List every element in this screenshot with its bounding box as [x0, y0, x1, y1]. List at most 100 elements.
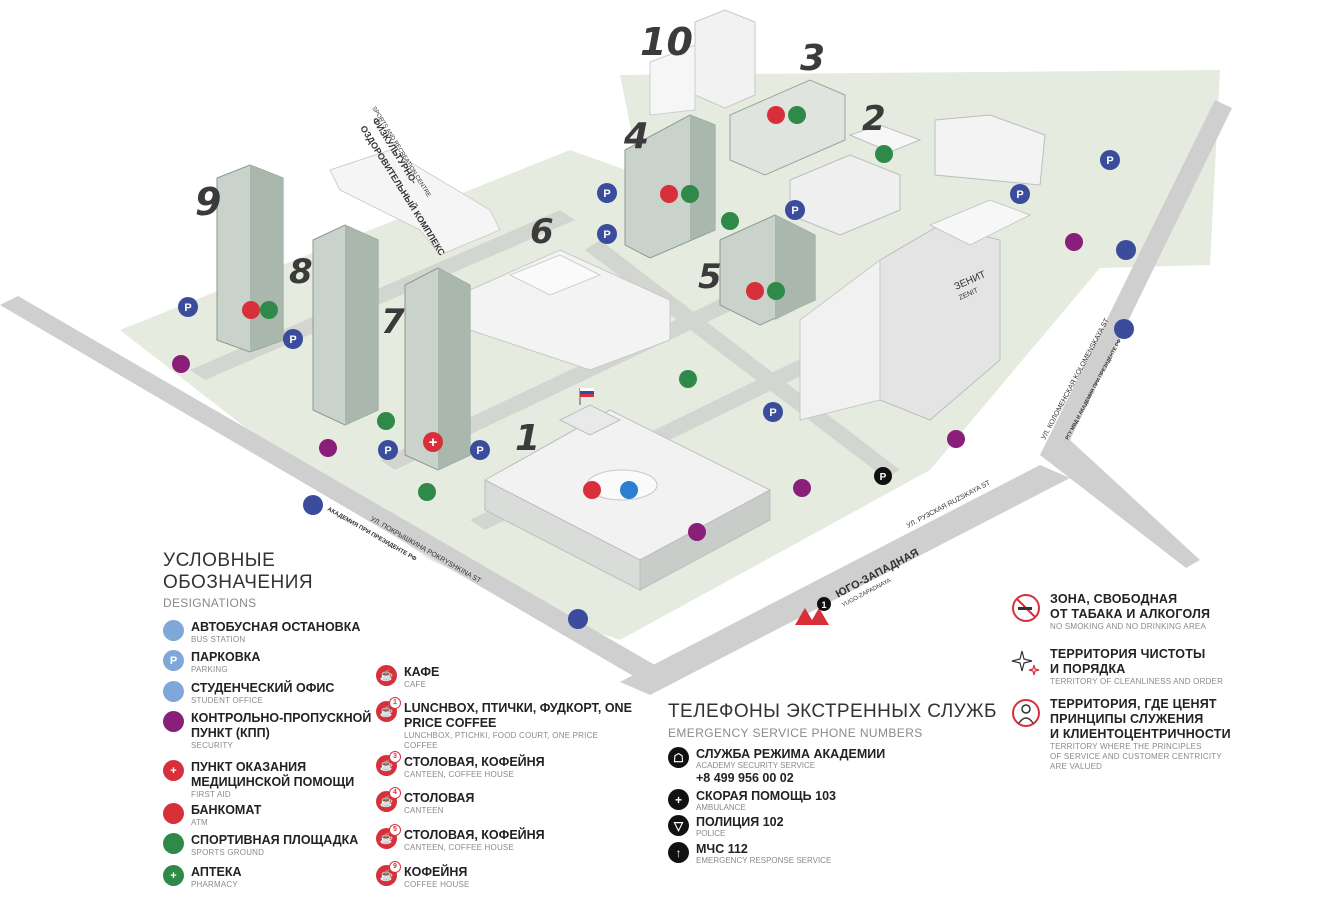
bus-stop-marker [1114, 319, 1134, 339]
phone-number[interactable]: +8 499 956 00 02 [696, 771, 794, 785]
legend-label-en: CANTEEN, COFFEE HOUSE [404, 843, 514, 852]
sports-ground-icon [163, 833, 184, 854]
rule-label: ЗОНА, СВОБОДНАЯ [1050, 592, 1178, 606]
phone-label: ПОЛИЦИЯ 102 [696, 815, 784, 829]
legend-label: СПОРТИВНАЯ ПЛОЩАДКА [191, 833, 359, 847]
rule-label-en: TERRITORY OF CLEANLINESS AND ORDER [1050, 677, 1224, 686]
sports-marker [679, 370, 697, 388]
building-3 [729, 79, 846, 176]
parking-marker [785, 200, 805, 220]
first-aid-icon: + [163, 760, 184, 781]
svg-text:P: P [603, 188, 610, 200]
legend-label: ПАРКОВКА [191, 650, 261, 664]
road-pokryshkina [0, 296, 660, 680]
phones-title: ТЕЛЕФОНЫ ЭКСТРЕННЫХ СЛУЖБ EMERGENCY SERV… [668, 701, 997, 740]
legend-label: СТОЛОВАЯ [404, 791, 475, 805]
cafe-marker [583, 481, 601, 499]
security-marker-2 [947, 430, 965, 448]
rule-label-en: TERRITORY WHERE THE PRINCIPLES [1050, 742, 1202, 751]
security-marker-3 [793, 479, 811, 497]
tower-7 [404, 267, 471, 471]
rule-label: ОТ ТАБАКА И АЛКОГОЛЯ [1050, 607, 1211, 621]
legend-label: LUNCHBOX, ПТИЧКИ, ФУДКОРТ, ONE PRICE COF… [404, 701, 632, 730]
parking-marker [597, 224, 617, 244]
svg-text:P: P [1016, 189, 1023, 201]
ambulance-icon: + [668, 789, 689, 810]
security-marker-1 [1065, 233, 1083, 251]
zenit-building: ЗЕНИТ ZENIT [799, 199, 1032, 421]
cafe-icon: ☕5 [376, 824, 401, 849]
building-6 [469, 249, 671, 371]
svg-text:1: 1 [821, 600, 826, 610]
legend-label: КОФЕЙНЯ [404, 865, 468, 879]
svg-text:P: P [1106, 155, 1113, 167]
parking-marker-black [874, 467, 892, 485]
parking-marker [763, 402, 783, 422]
phone-label: СЛУЖБА РЕЖИМА АКАДЕМИИ [696, 747, 886, 761]
building-2 [789, 114, 1046, 236]
rule-label: И ПОРЯДКА [1050, 662, 1126, 676]
svg-text:P: P [384, 445, 391, 457]
building-number-9: 9 [195, 180, 221, 224]
atm-icon [163, 803, 184, 824]
sparkle-icon [1010, 647, 1042, 679]
rule-label-en: OF SERVICE AND CUSTOMER CENTRICITY [1050, 752, 1222, 761]
security-marker-4 [319, 439, 337, 457]
sports-marker [721, 212, 739, 230]
legend-item: КОНТРОЛЬНО-ПРОПУСКНОЙ ПУНКТ (КПП)SECURIT… [163, 711, 391, 751]
parking-markers: P P P P P P P P P P P [178, 150, 1120, 485]
atm-marker [875, 145, 893, 163]
phone-label: СКОРАЯ ПОМОЩЬ 103 [696, 789, 836, 803]
legend-label-en: CANTEEN [404, 806, 444, 815]
cafe-icon: ☕4 [376, 787, 401, 812]
legend-label-en: CAFE [404, 680, 427, 689]
cafe-number-badge: 4 [389, 787, 401, 799]
sports-marker [377, 412, 395, 430]
svg-text:P: P [289, 334, 296, 346]
phone-label-en: AMBULANCE [696, 803, 746, 812]
building-number-8: 8 [289, 252, 313, 292]
cafe-icon: ☕3 [376, 751, 401, 776]
rule-label: ПРИНЦИПЫ СЛУЖЕНИЯ [1050, 712, 1204, 726]
cafe-icon: ☕9 [376, 861, 401, 886]
bus-stops [303, 240, 1136, 629]
rule-label: И КЛИЕНТОЦЕНТРИЧНОСТИ [1050, 727, 1231, 741]
phone-label: МЧС 112 [696, 842, 748, 856]
cafe-number-badge: 1 [389, 697, 401, 709]
rule-label: ТЕРРИТОРИЯ ЧИСТОТЫ [1050, 647, 1206, 661]
atm-marker [788, 106, 806, 124]
legend-label: СТОЛОВАЯ, КОФЕЙНЯ [404, 828, 545, 842]
bus-stop-marker [303, 495, 323, 515]
legend-label-en: COFFEE HOUSE [404, 880, 470, 889]
tower-9 [216, 164, 284, 353]
parking-marker [283, 329, 303, 349]
rule-label-en: NO SMOKING AND NO DRINKING AREA [1050, 622, 1207, 631]
parking-marker [378, 440, 398, 460]
legend-label: КАФЕ [404, 665, 440, 679]
legend-label-en: FIRST AID [191, 790, 231, 799]
parking-marker [1010, 184, 1030, 204]
building-number-4: 4 [623, 116, 649, 157]
security-marker-5 [172, 355, 190, 373]
legend-label-en: STUDENT OFFICE [191, 696, 263, 705]
legend-label-en: SPORTS GROUND [191, 848, 265, 857]
svg-text:P: P [603, 229, 610, 241]
rule-label-en: ARE VALUED [1050, 762, 1103, 771]
phone-label-en: ACADEMY SECURITY SERVICE [696, 761, 816, 770]
svg-text:P: P [791, 205, 798, 217]
